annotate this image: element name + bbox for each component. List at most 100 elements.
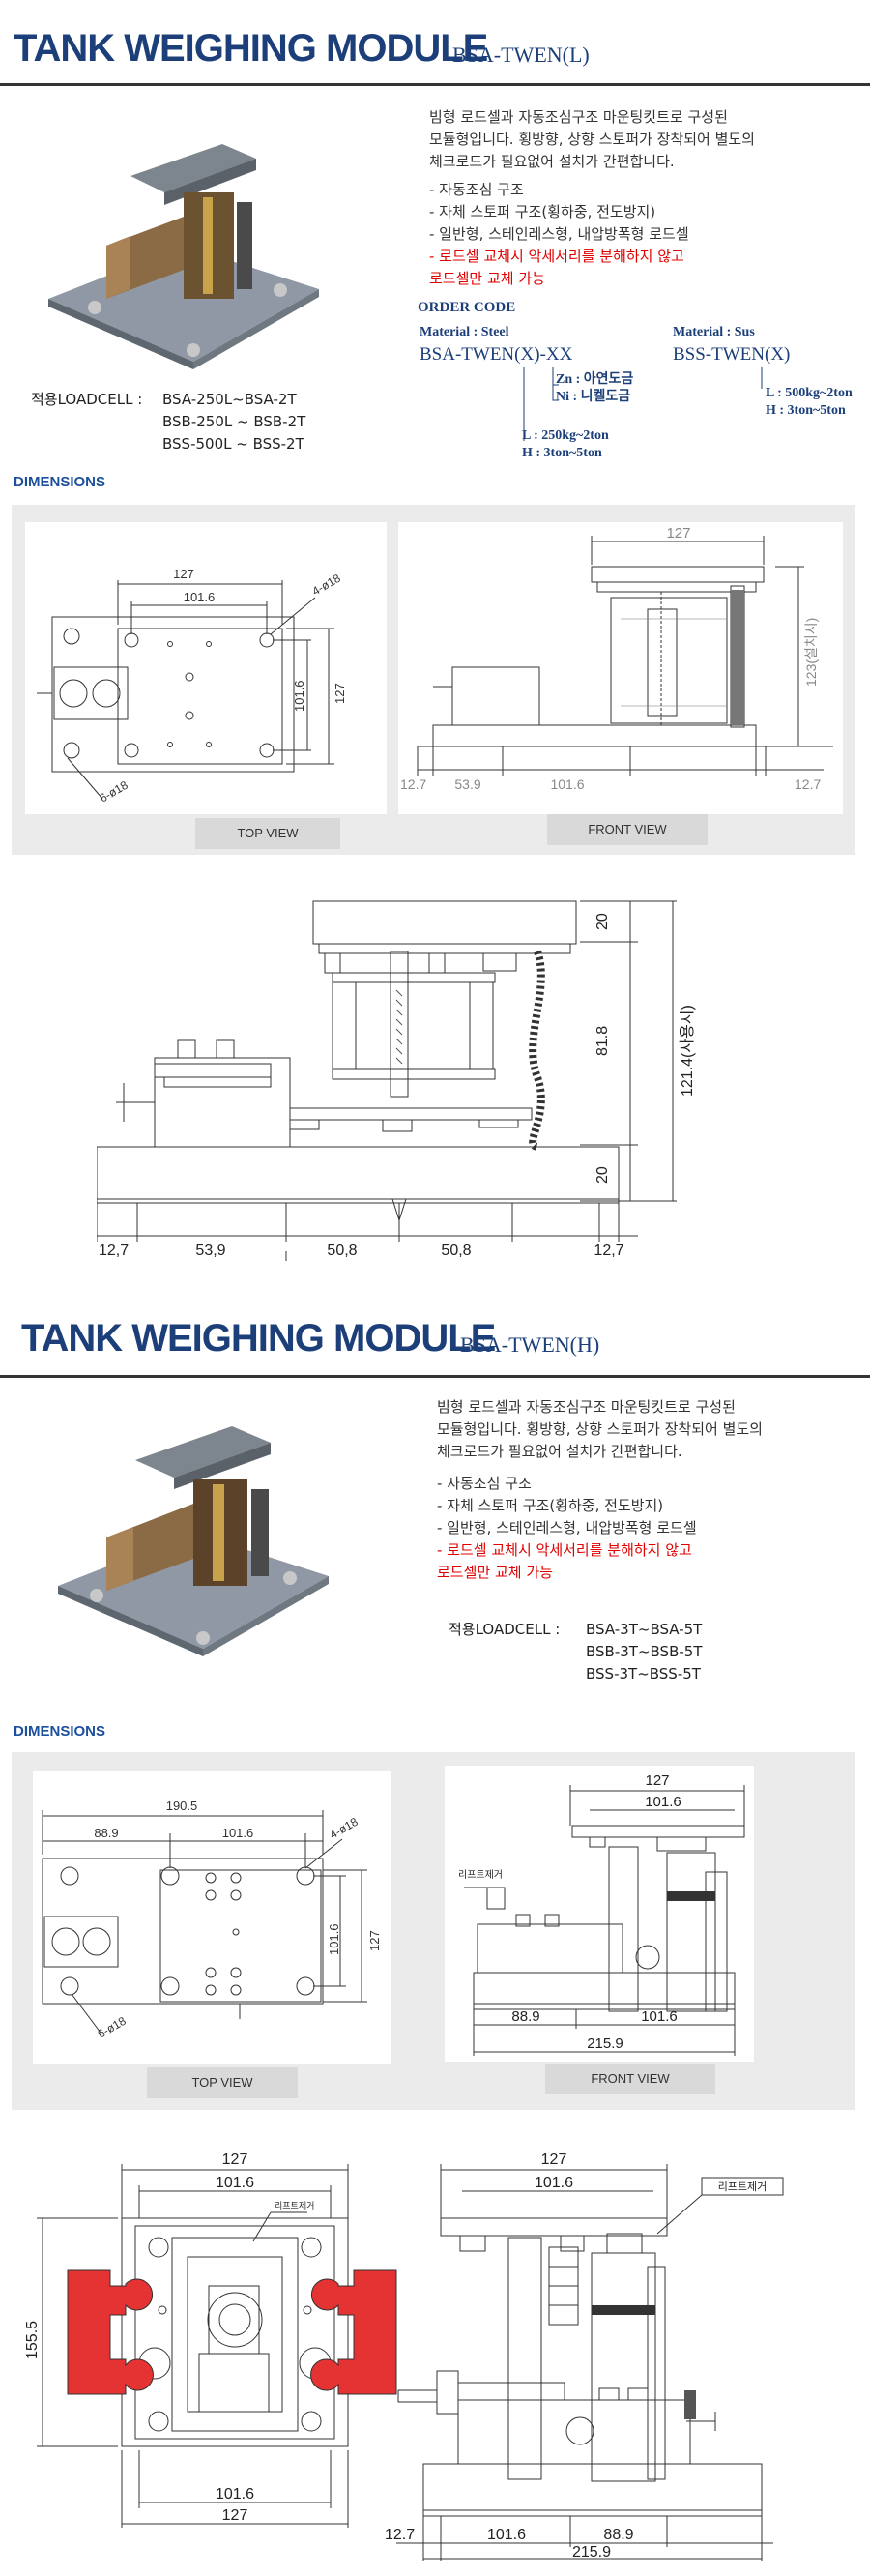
front-view-drawing: 127 101.6 리프트제거 88.9 101.6 215.9 [445,1766,754,2062]
steel-label: Material : Steel [420,325,509,339]
lift-removal-label: 리프트제거 [458,1869,503,1881]
dim-215-9: 215.9 [587,2035,624,2052]
section2-detail-top-drawing: 127 101.6 155.5 101.6 127 리프트제거 [17,2141,416,2566]
dim-121-4: 121.4(사용시) [679,1005,696,1097]
loadcell-list: BSA-3T~BSA-5T BSB-3T~BSB-5T BSS-3T~BSS-5… [586,1619,702,1685]
finish-ni: Ni : 니켈도금 [556,390,631,404]
loadcell-item: BSB-3T~BSB-5T [586,1643,703,1660]
dim-20-bottom: 20 [594,1166,611,1184]
dim-101-6-bottom: 101.6 [216,2486,254,2503]
desc-line: 모듈형입니다. 횡방향, 상향 스토퍼가 장착되어 별도의 [429,131,755,148]
section2-detail-front-drawing: 127 101.6 리프트제거 12.7 101.6 88.9 215.9 [367,2141,851,2566]
front-view-label: FRONT VIEW [547,814,708,845]
section1-title: TANK WEIGHING MODULE [14,27,488,70]
dim-127-bottom: 127 [222,2507,248,2524]
dim-50-8-b: 50,8 [441,1243,471,1259]
dim-12-7-right: 12,7 [594,1243,624,1259]
order-code-leaders [523,367,559,441]
steel-finish: Zn : 아연도금 Ni : 니켈도금 [556,371,633,406]
hole-6-label: 6-ø18 [96,2014,129,2041]
dim-h101-6: 101.6 [292,680,306,712]
dim-127: 127 [666,525,690,542]
dimensions-heading: DIMENSIONS [14,474,106,490]
desc-line: 체크로드가 필요없어 설치가 간편합니다. [437,1443,682,1460]
dim-101-6: 101.6 [645,1794,682,1810]
feature-line: - 자동조심 구조 [429,181,524,198]
desc-line: 빔형 로드셀과 자동조심구조 마운팅킷트로 구성된 [437,1398,736,1416]
dim-123: 123(설치시) [803,618,819,687]
feature-line: - 자동조심 구조 [437,1475,532,1492]
loadcell-item: BSA-3T~BSA-5T [586,1621,703,1638]
sus-range: L : 500kg~2ton H : 3ton~5ton [766,385,853,420]
red-note: 로드셀만 교체 가능 [437,1564,553,1581]
dim-81-8: 81.8 [594,1026,611,1056]
lift-removal-label: 리프트제거 [275,2201,314,2210]
loadcell-label: 적용LOADCELL : [31,391,143,408]
dim-h127: 127 [367,1930,382,1951]
finish-zn: Zn : 아연도금 [556,372,634,387]
dim-127: 127 [541,2152,567,2168]
red-note: - 로드셀 교체시 악세서리를 분해하지 않고 [437,1541,692,1559]
dim-127: 127 [645,1772,669,1789]
desc-line: 체크로드가 필요없어 설치가 간편합니다. [429,153,675,170]
dim-101-6-bottom: 101.6 [487,2527,526,2543]
sus-leader [761,367,763,389]
range-l: L : 250kg~2ton [522,428,609,443]
front-view-label: FRONT VIEW [545,2064,715,2094]
feature-line: - 일반형, 스테인레스형, 내압방폭형 로드셀 [437,1519,697,1537]
dim-50-8-a: 50,8 [327,1243,357,1259]
loadcell-item: BSS-500L ~ BSS-2T [162,435,304,453]
top-view-label: TOP VIEW [147,2067,298,2098]
loadcell-item: BSB-250L ~ BSB-2T [162,413,306,430]
loadcell-item: BSA-250L~BSA-2T [162,391,297,408]
loadcell-label: 적용LOADCELL : [449,1621,561,1638]
dim-101-6-bottom: 101.6 [641,2008,678,2025]
dim-h101-6: 101.6 [327,1923,341,1955]
dim-88-9: 88.9 [511,2008,539,2025]
loadcell-list: BSA-250L~BSA-2T BSB-250L ~ BSB-2T BSS-50… [162,389,305,455]
feature-line: - 자체 스토퍼 구조(횡하중, 전도방지) [437,1497,664,1514]
dim-h127: 127 [333,683,347,704]
steel-code: BSA-TWEN(X)-XX [420,344,573,365]
dim-190-5: 190.5 [166,1799,198,1813]
range-h: H : 3ton~5ton [522,446,602,460]
section2-title: TANK WEIGHING MODULE [21,1317,496,1360]
top-view-drawing: 127 101.6 101.6 127 4-ø18 6-ø18 [25,522,387,814]
dim-215-9: 215.9 [572,2544,611,2561]
section2-description: 빔형 로드셀과 자동조심구조 마운팅킷트로 구성된 모듈형입니다. 횡방향, 상… [437,1396,853,1584]
product-photo-low [39,101,329,371]
lift-removal-label: 리프트제거 [718,2181,768,2193]
hole-4-label: 4-ø18 [310,571,343,599]
dim-53-9: 53.9 [454,776,480,792]
top-view-label: TOP VIEW [195,818,340,849]
dim-101-6: 101.6 [184,590,216,604]
dim-101-6: 101.6 [222,1826,254,1840]
dim-12-7: 12.7 [400,776,426,792]
front-view-drawing: 127 123(설치시) 12.7 53.9 101.6 12.7 [398,522,843,814]
dim-53-9: 53,9 [195,1243,225,1259]
sus-label: Material : Sus [673,325,755,339]
sus-code: BSS-TWEN(X) [673,344,791,365]
dimensions-heading: DIMENSIONS [14,1723,106,1740]
dim-12-7-right: 12.7 [795,776,821,792]
dim-101-6: 101.6 [216,2175,254,2191]
section1-model: BSA-TWEN(L) [452,43,590,67]
dim-88-9: 88.9 [603,2527,633,2543]
dim-101-6: 101.6 [535,2175,573,2191]
product-photo-high [48,1392,338,1663]
dim-20-top: 20 [594,913,611,930]
dim-127: 127 [173,567,194,581]
range-h: H : 3ton~5ton [766,403,846,418]
dim-12-7: 12.7 [385,2527,415,2543]
dim-101-6: 101.6 [550,776,584,792]
top-view-drawing: 190.5 88.9 101.6 101.6 127 4-ø18 6-ø18 [33,1771,391,2064]
loadcell-item: BSS-3T~BSS-5T [586,1665,701,1683]
dim-155-5: 155.5 [24,2321,41,2359]
dim-12-7: 12,7 [99,1243,129,1259]
section2-rule [0,1375,870,1378]
feature-line: - 일반형, 스테인레스형, 내압방폭형 로드셀 [429,225,689,243]
steel-range: L : 250kg~2ton H : 3ton~5ton [522,427,609,462]
dim-88-9: 88.9 [94,1826,118,1840]
hole-6-label: 6-ø18 [98,778,130,805]
desc-line: 빔형 로드셀과 자동조심구조 마운팅킷트로 구성된 [429,108,728,126]
